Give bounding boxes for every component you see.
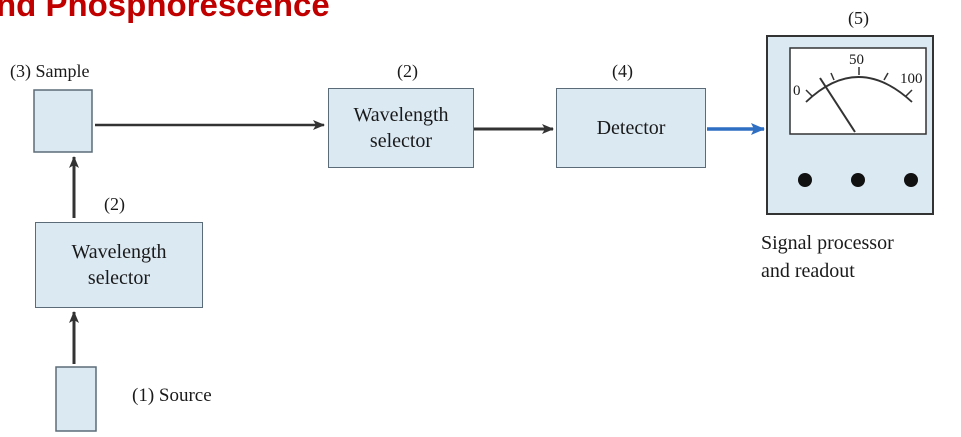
page-title: nd Phosphorescence xyxy=(0,0,330,23)
sample-label: (3) Sample xyxy=(10,61,90,81)
emission-wavelength-selector-box: Wavelength selector xyxy=(328,88,474,168)
excitation-wavelength-selector-box: Wavelength selector xyxy=(35,222,203,308)
excitation-selector-line1: Wavelength xyxy=(71,241,167,263)
emission-selector-line1: Wavelength xyxy=(353,104,449,126)
readout-caption-line2: and readout xyxy=(761,260,855,282)
readout-caption-line1: Signal processor xyxy=(761,232,894,254)
excitation-selector-number-label: (2) xyxy=(104,194,125,214)
detector-number-label: (4) xyxy=(612,61,633,81)
meter-scale-max: 100 xyxy=(900,71,923,87)
source-label: (1) Source xyxy=(132,385,212,406)
detector-label: Detector xyxy=(596,117,666,139)
sample-box xyxy=(33,89,93,153)
meter-needle xyxy=(819,77,856,133)
meter-tick xyxy=(830,72,835,81)
excitation-selector-line2: selector xyxy=(87,267,151,289)
knob-dot xyxy=(851,173,865,187)
meter-tick xyxy=(805,89,813,97)
knob-dot xyxy=(798,173,812,187)
emission-selector-line2: selector xyxy=(369,130,433,152)
readout-meter xyxy=(766,35,934,215)
meter-scale-arc xyxy=(805,76,913,103)
detector-box: Detector xyxy=(556,88,706,168)
knob-dot xyxy=(904,173,918,187)
readout-number-label: (5) xyxy=(848,8,869,28)
meter-scale-min: 0 xyxy=(793,83,801,99)
source-box xyxy=(55,366,97,432)
meter-tick xyxy=(883,72,889,81)
emission-selector-number-label: (2) xyxy=(397,61,418,81)
meter-scale-mid: 50 xyxy=(849,52,864,68)
meter-tick xyxy=(905,89,913,97)
meter-face xyxy=(789,47,927,135)
